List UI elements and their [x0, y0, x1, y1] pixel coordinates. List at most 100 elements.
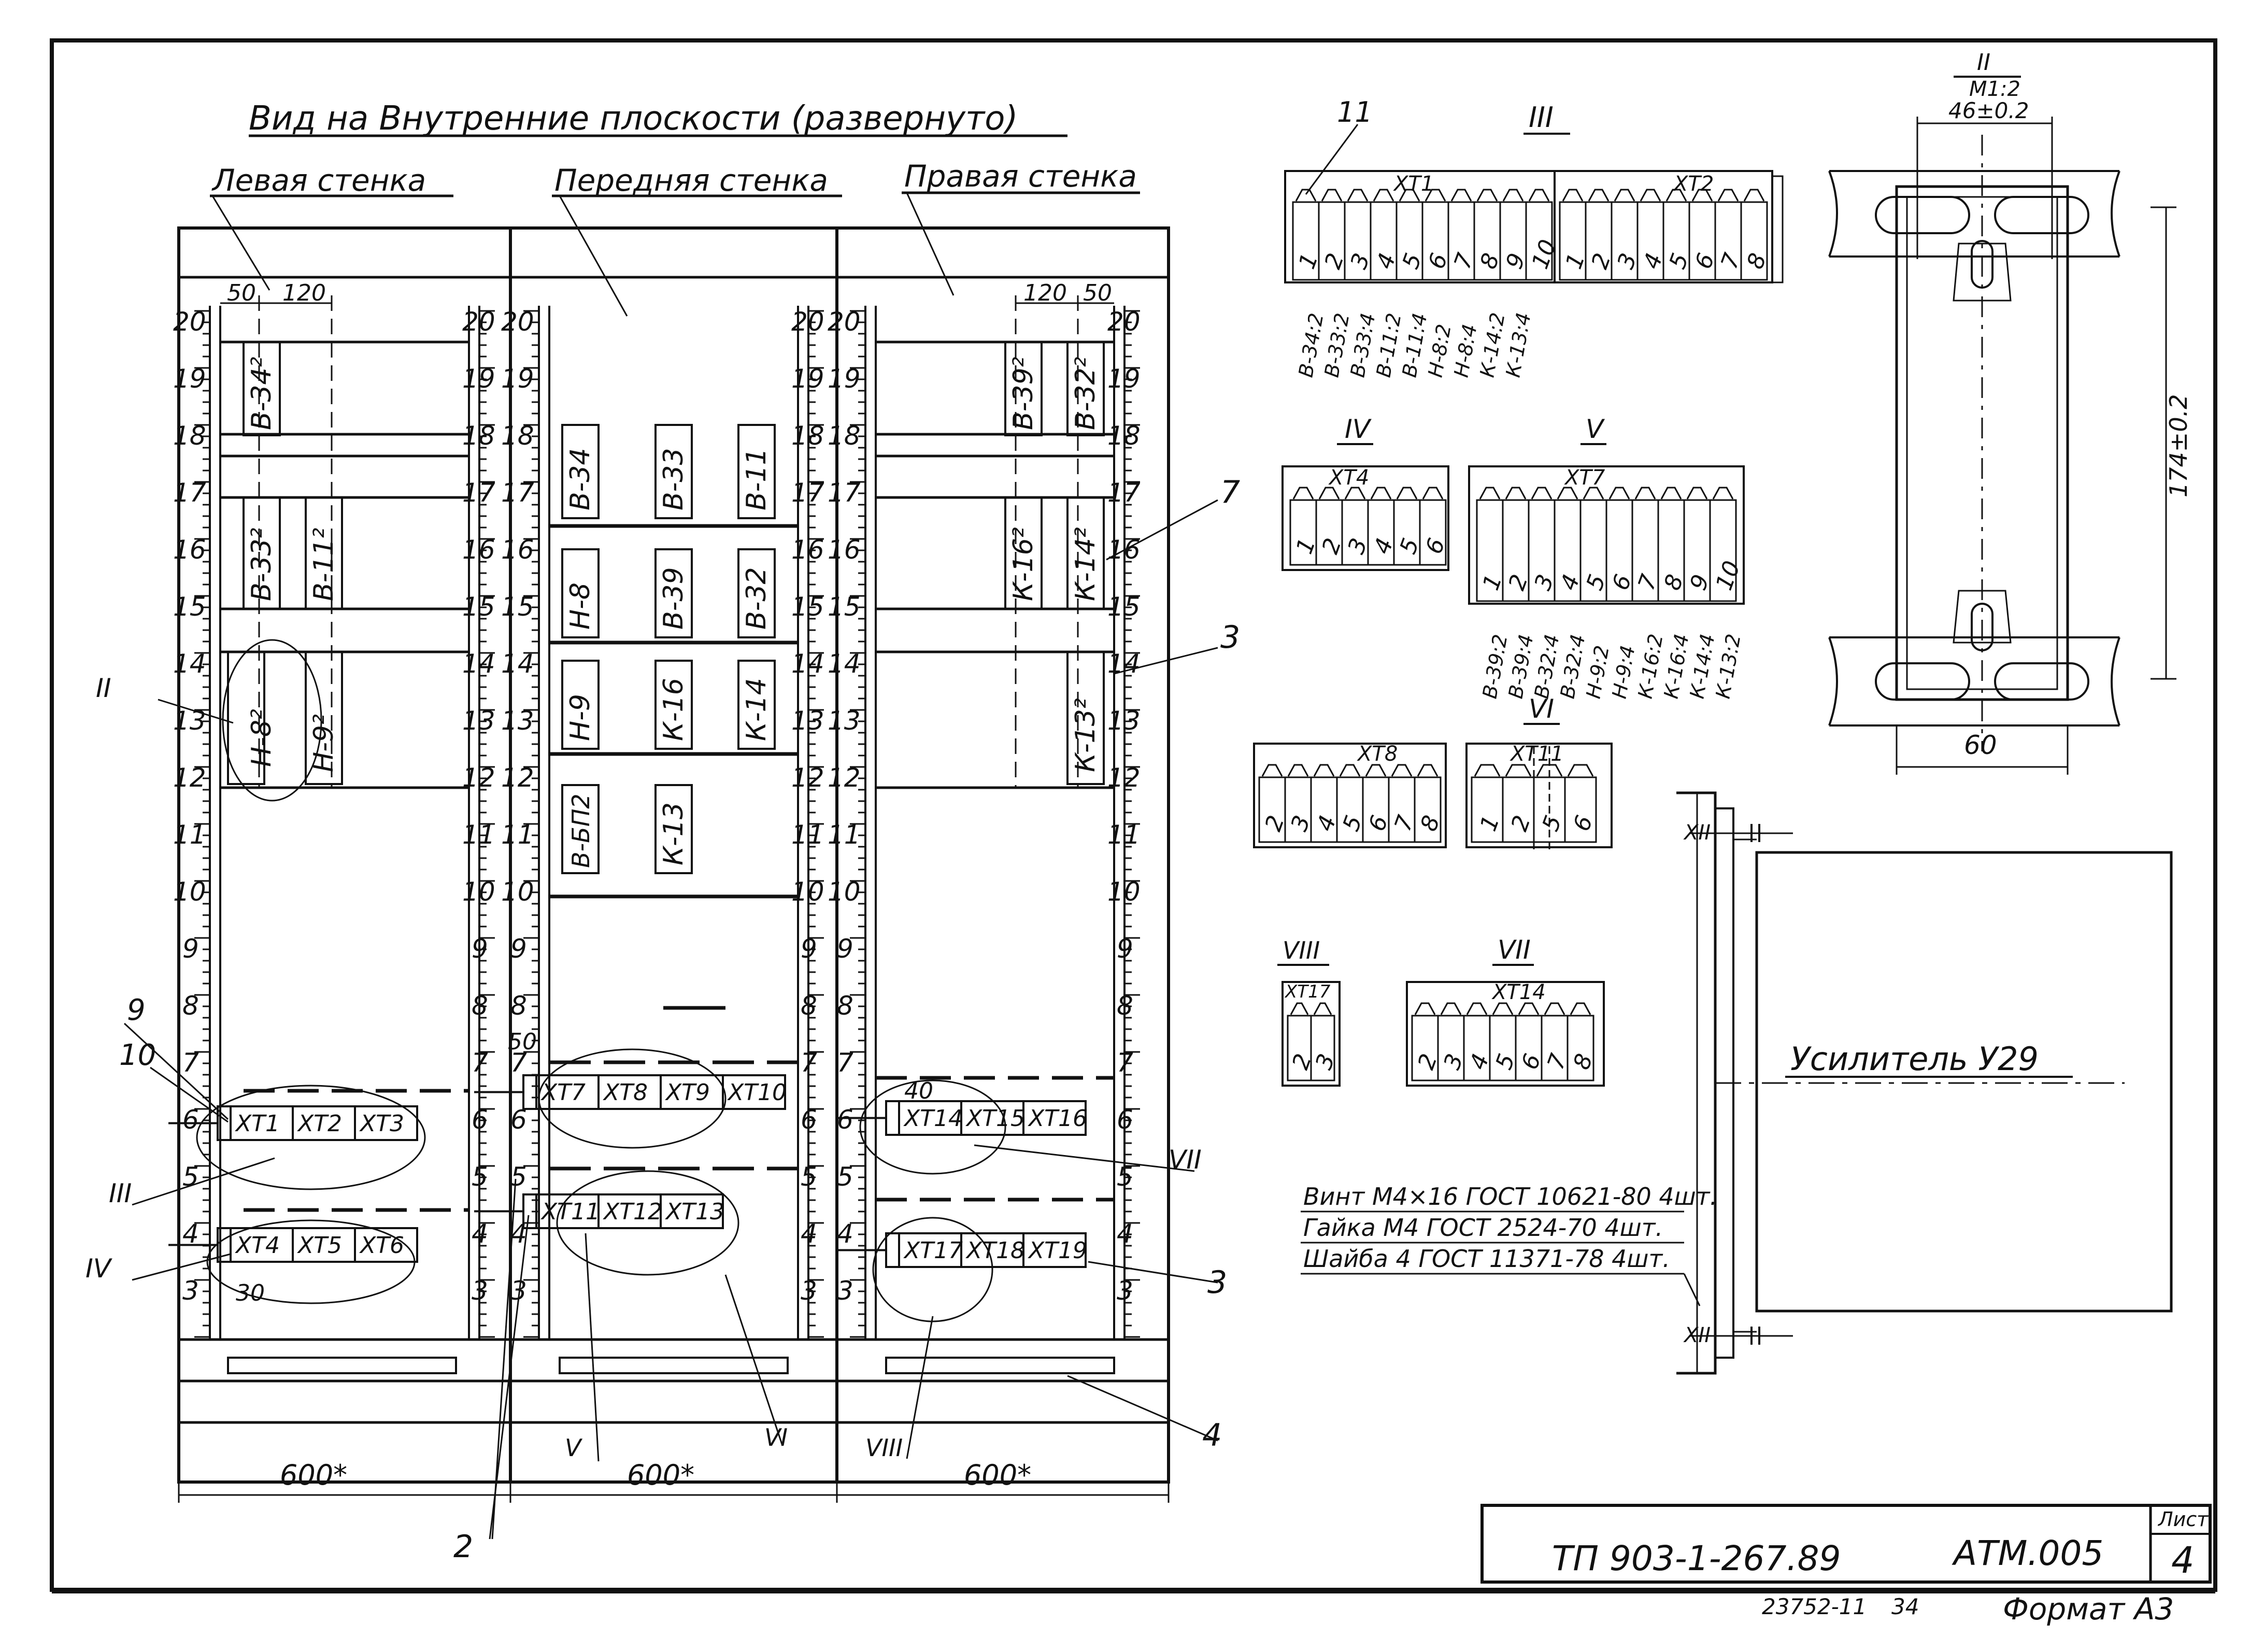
rack-number-10: 10 — [1107, 877, 1141, 907]
rack-number-14: 14 — [1107, 649, 1141, 679]
page-ref: 34 — [1891, 1594, 1919, 1619]
rack-number-15: 15 — [828, 592, 861, 622]
detail-II: II М1:2 46±0.2 174±0.2 60 — [1828, 49, 2192, 775]
right-dim-120: 120 — [1023, 280, 1067, 306]
terminal-number: 3 — [1311, 1050, 1341, 1073]
terminal-clamp — [1425, 189, 1446, 202]
module-B33-left: В-33² — [246, 528, 277, 601]
rack-number-15: 15 — [173, 592, 206, 622]
terminal-clamp — [1518, 1002, 1540, 1015]
module-K16-right: К-16² — [1008, 527, 1039, 601]
terminal-number: 5 — [1537, 812, 1567, 835]
format-label: Формат А3 — [2003, 1591, 2174, 1627]
title-block: Лист 4 ТП 903-1-267.89 АТМ.005 23752-11 … — [52, 1504, 2215, 1627]
rack-number-18: 18 — [462, 421, 495, 451]
rack-number-7: 7 — [472, 1048, 488, 1078]
right-wall-label: Правая стенка — [904, 159, 1137, 194]
detail-VII-label: VII — [1498, 935, 1531, 965]
detail-XT8-block: ХТ8 — [1357, 742, 1398, 766]
rack-number-17: 17 — [173, 478, 206, 508]
terminal-clamp — [1417, 764, 1439, 777]
terminal-clamp — [1665, 189, 1687, 202]
terminal-clamp — [1570, 1002, 1591, 1015]
terminal-end-plate — [522, 1074, 537, 1110]
terminal-clamp — [1295, 189, 1317, 202]
callout-10: 10 — [119, 1038, 156, 1072]
rack-number-8: 8 — [1117, 991, 1133, 1021]
module-B39-front: В-39 — [658, 567, 689, 630]
rack-number-13: 13 — [501, 706, 534, 736]
rack-number-10: 10 — [501, 877, 534, 907]
rack-number-19: 19 — [1107, 364, 1141, 394]
rack-number-12: 12 — [828, 763, 861, 793]
terminal-clamp — [1479, 487, 1501, 500]
spec-line-3: Шайба 4 ГОСТ 11371-78 4шт. — [1303, 1245, 1670, 1273]
terminal-block-label: ХТ19 — [1028, 1237, 1087, 1264]
terminal-number: 1 — [1475, 812, 1505, 835]
rack-number-15: 15 — [791, 592, 824, 622]
module-B34-front: В-34 — [565, 448, 596, 510]
module-H8-front: Н-8 — [565, 582, 596, 630]
module-B39-right: В-39² — [1008, 357, 1039, 430]
rack-number-13: 13 — [828, 706, 861, 736]
terminal-clamp — [1450, 189, 1472, 202]
amplifier-assembly: XII XII Усилитель У29 — [1676, 791, 2173, 1375]
detail-VIII-label: VIII — [1283, 936, 1320, 964]
detail-II-label: II — [1977, 49, 1990, 76]
doc-number: ТП 903-1-267.89 — [1552, 1539, 1841, 1578]
rack-number-5: 5 — [472, 1162, 488, 1192]
sheet-frame — [50, 38, 2217, 1592]
terminal-clamp — [1660, 487, 1682, 500]
rack-number-6: 6 — [1117, 1105, 1133, 1135]
terminal-cell — [1419, 499, 1447, 566]
rack-number-19: 19 — [828, 364, 861, 394]
rack-number-20: 20 — [501, 307, 534, 337]
fastener-spec: Винт М4×16 ГОСТ 10621-80 4шт. Гайка М4 Г… — [1301, 1183, 1717, 1306]
terminal-clamp — [1399, 189, 1420, 202]
rack-number-12: 12 — [173, 763, 206, 793]
rack-number-20: 20 — [791, 307, 824, 337]
front-wall-label: Передняя стенка — [554, 163, 828, 198]
detail-VI-label: VI — [1529, 694, 1554, 724]
module-B32-right: В-32² — [1070, 357, 1101, 430]
rack-number-5: 5 — [1117, 1162, 1133, 1192]
left-dim-120: 120 — [282, 280, 326, 306]
rack-number-16: 16 — [828, 535, 861, 565]
terminal-block-label: ХТ3 — [359, 1110, 404, 1137]
terminal-cell — [1564, 776, 1597, 843]
callout-9: 9 — [127, 993, 146, 1027]
rack-number-10: 10 — [462, 877, 495, 907]
terminal-clamp — [1686, 487, 1708, 500]
terminal-clamp — [1583, 487, 1604, 500]
callout-IV: IV — [86, 1254, 113, 1284]
terminal-clamp — [1717, 189, 1739, 202]
rack-number-6: 6 — [182, 1105, 199, 1135]
module-B33-front: В-33 — [658, 448, 689, 510]
rack-number-14: 14 — [791, 649, 824, 679]
detail-II-scale: М1:2 — [1969, 77, 2020, 101]
left-wall-label: Левая стенка — [211, 163, 426, 198]
developed-view: Вид на Внутренние плоскости (развернуто)… — [86, 99, 1240, 1565]
terminal-clamp — [1339, 764, 1361, 777]
section-mark-bottom: XII — [1683, 1323, 1711, 1347]
rack-number-9: 9 — [1117, 934, 1133, 964]
terminal-clamp — [1502, 189, 1524, 202]
rack-number-7: 7 — [1117, 1048, 1133, 1078]
inventory-number: 23752-11 — [1762, 1594, 1867, 1619]
rack-number-16: 16 — [501, 535, 534, 565]
rack-number-7: 7 — [510, 1048, 527, 1078]
module-K13-front: К-13 — [658, 802, 689, 865]
terminal-clamp — [1492, 1002, 1514, 1015]
terminal-clamp — [1290, 1002, 1309, 1015]
rack-number-7: 7 — [182, 1048, 199, 1078]
terminal-clamp — [1712, 487, 1734, 500]
terminal-block — [1022, 1232, 1087, 1268]
terminal-clamp — [1347, 189, 1369, 202]
callout-3-lower: 3 — [1207, 1264, 1227, 1301]
terminal-cell — [1525, 201, 1553, 281]
terminal-clamp — [1505, 487, 1527, 500]
terminal-clamp — [1544, 1002, 1565, 1015]
rack-number-16: 16 — [173, 535, 206, 565]
rack-number-18: 18 — [501, 421, 534, 451]
